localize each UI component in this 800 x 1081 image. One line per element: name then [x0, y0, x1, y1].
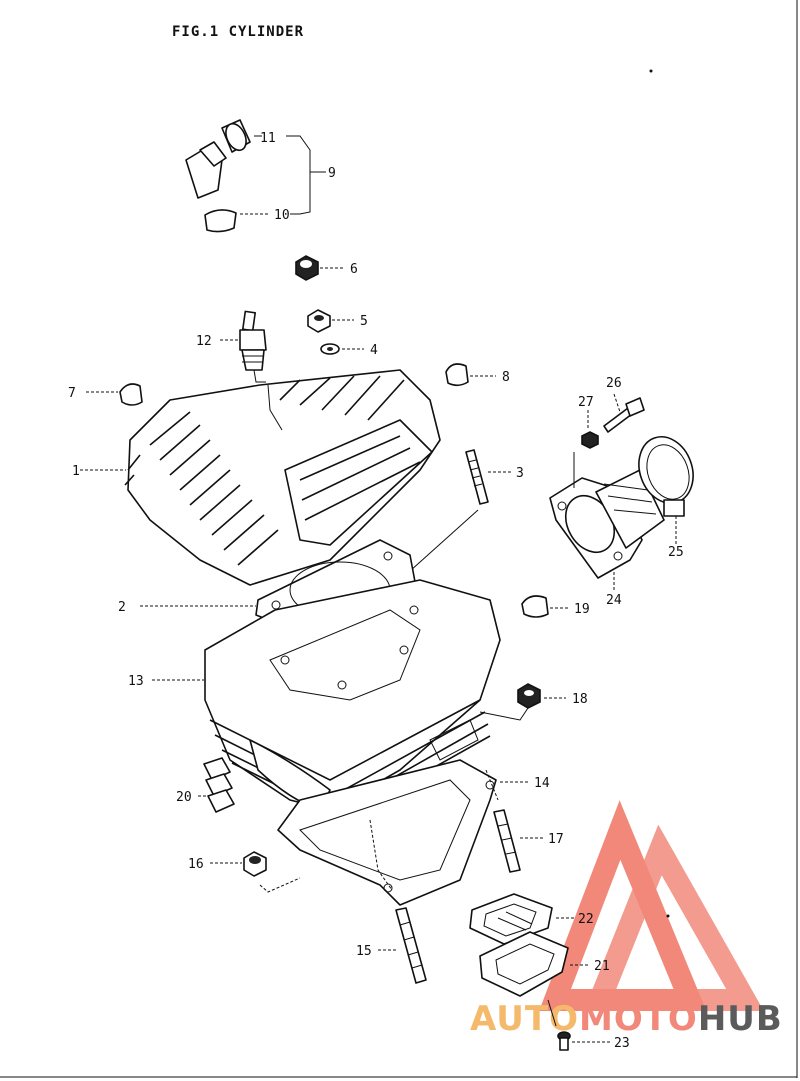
label-part-2: 2 — [118, 600, 126, 615]
stray-mark — [649, 69, 653, 73]
part-13-cylinder-block — [204, 579, 501, 819]
label-part-21: 21 — [594, 959, 610, 974]
part-12-spark-plug — [239, 310, 267, 383]
label-part-18: 18 — [572, 692, 588, 707]
part-18-cap-nut — [517, 683, 541, 709]
label-part-13: 13 — [128, 674, 144, 689]
label-part-26: 26 — [606, 376, 622, 391]
part-1-cylinder-head — [124, 369, 441, 586]
part-27-nut — [581, 431, 599, 449]
label-part-15: 15 — [356, 944, 372, 959]
part-17-stud — [493, 809, 521, 873]
watermark-text: AUTOMOTOHUB — [470, 999, 783, 1039]
watermark-logo: AUTOMOTOHUB — [470, 800, 783, 1039]
label-part-17: 17 — [548, 832, 564, 847]
part-5-nut — [307, 309, 331, 333]
label-part-9: 9 — [328, 166, 336, 181]
part-15-stud — [395, 907, 427, 984]
part-26-bolt — [603, 397, 645, 433]
plug-cap-elbow — [199, 141, 227, 167]
label-part-14: 14 — [534, 776, 550, 791]
part-24-intake-pipe — [549, 469, 665, 579]
label-part-16: 16 — [188, 857, 204, 872]
stray-mark — [666, 914, 670, 918]
part-4-washer — [320, 343, 340, 355]
part-3-stud-bolt — [465, 449, 489, 505]
label-part-20: 20 — [176, 790, 192, 805]
part-7-rubber-cap — [119, 383, 143, 406]
label-part-6: 6 — [350, 262, 358, 277]
part-11-cap-cover — [221, 119, 251, 153]
label-part-27: 27 — [578, 395, 594, 410]
figure-title: FIG.1 CYLINDER — [172, 24, 304, 40]
label-part-24: 24 — [606, 593, 622, 608]
part-16-cap-nut — [243, 851, 267, 877]
part-22-reed-valve — [469, 893, 553, 945]
part-20-damper-rubber — [203, 757, 235, 813]
label-part-10: 10 — [274, 208, 290, 223]
watermark-triangle-right — [583, 824, 764, 1011]
part-21-reed-gasket — [479, 931, 569, 997]
label-part-22: 22 — [578, 912, 594, 927]
watermark-text-hub: HUB — [698, 999, 783, 1039]
part-19-rubber-cap — [521, 595, 549, 618]
bracket-9 — [286, 135, 311, 215]
part-6-cap-nut — [295, 255, 319, 281]
label-part-3: 3 — [516, 466, 524, 481]
label-part-23: 23 — [614, 1036, 630, 1051]
label-part-19: 19 — [574, 602, 590, 617]
part-10-cap-seal — [204, 209, 237, 233]
label-part-8: 8 — [502, 370, 510, 385]
label-part-25: 25 — [668, 545, 684, 560]
part-8-rubber-cap — [445, 363, 469, 387]
label-part-1: 1 — [72, 464, 80, 479]
label-part-11: 11 — [260, 131, 276, 146]
label-part-12: 12 — [196, 334, 212, 349]
label-part-5: 5 — [360, 314, 368, 329]
part-9-plug-cap-assembly — [185, 119, 251, 233]
label-part-4: 4 — [370, 343, 378, 358]
part-25-clamp — [638, 436, 694, 517]
part-14-base-gasket — [277, 759, 497, 906]
label-part-7: 7 — [68, 386, 76, 401]
part-23-screw — [557, 1031, 571, 1051]
watermark-text-moto: MOTO — [579, 999, 698, 1039]
